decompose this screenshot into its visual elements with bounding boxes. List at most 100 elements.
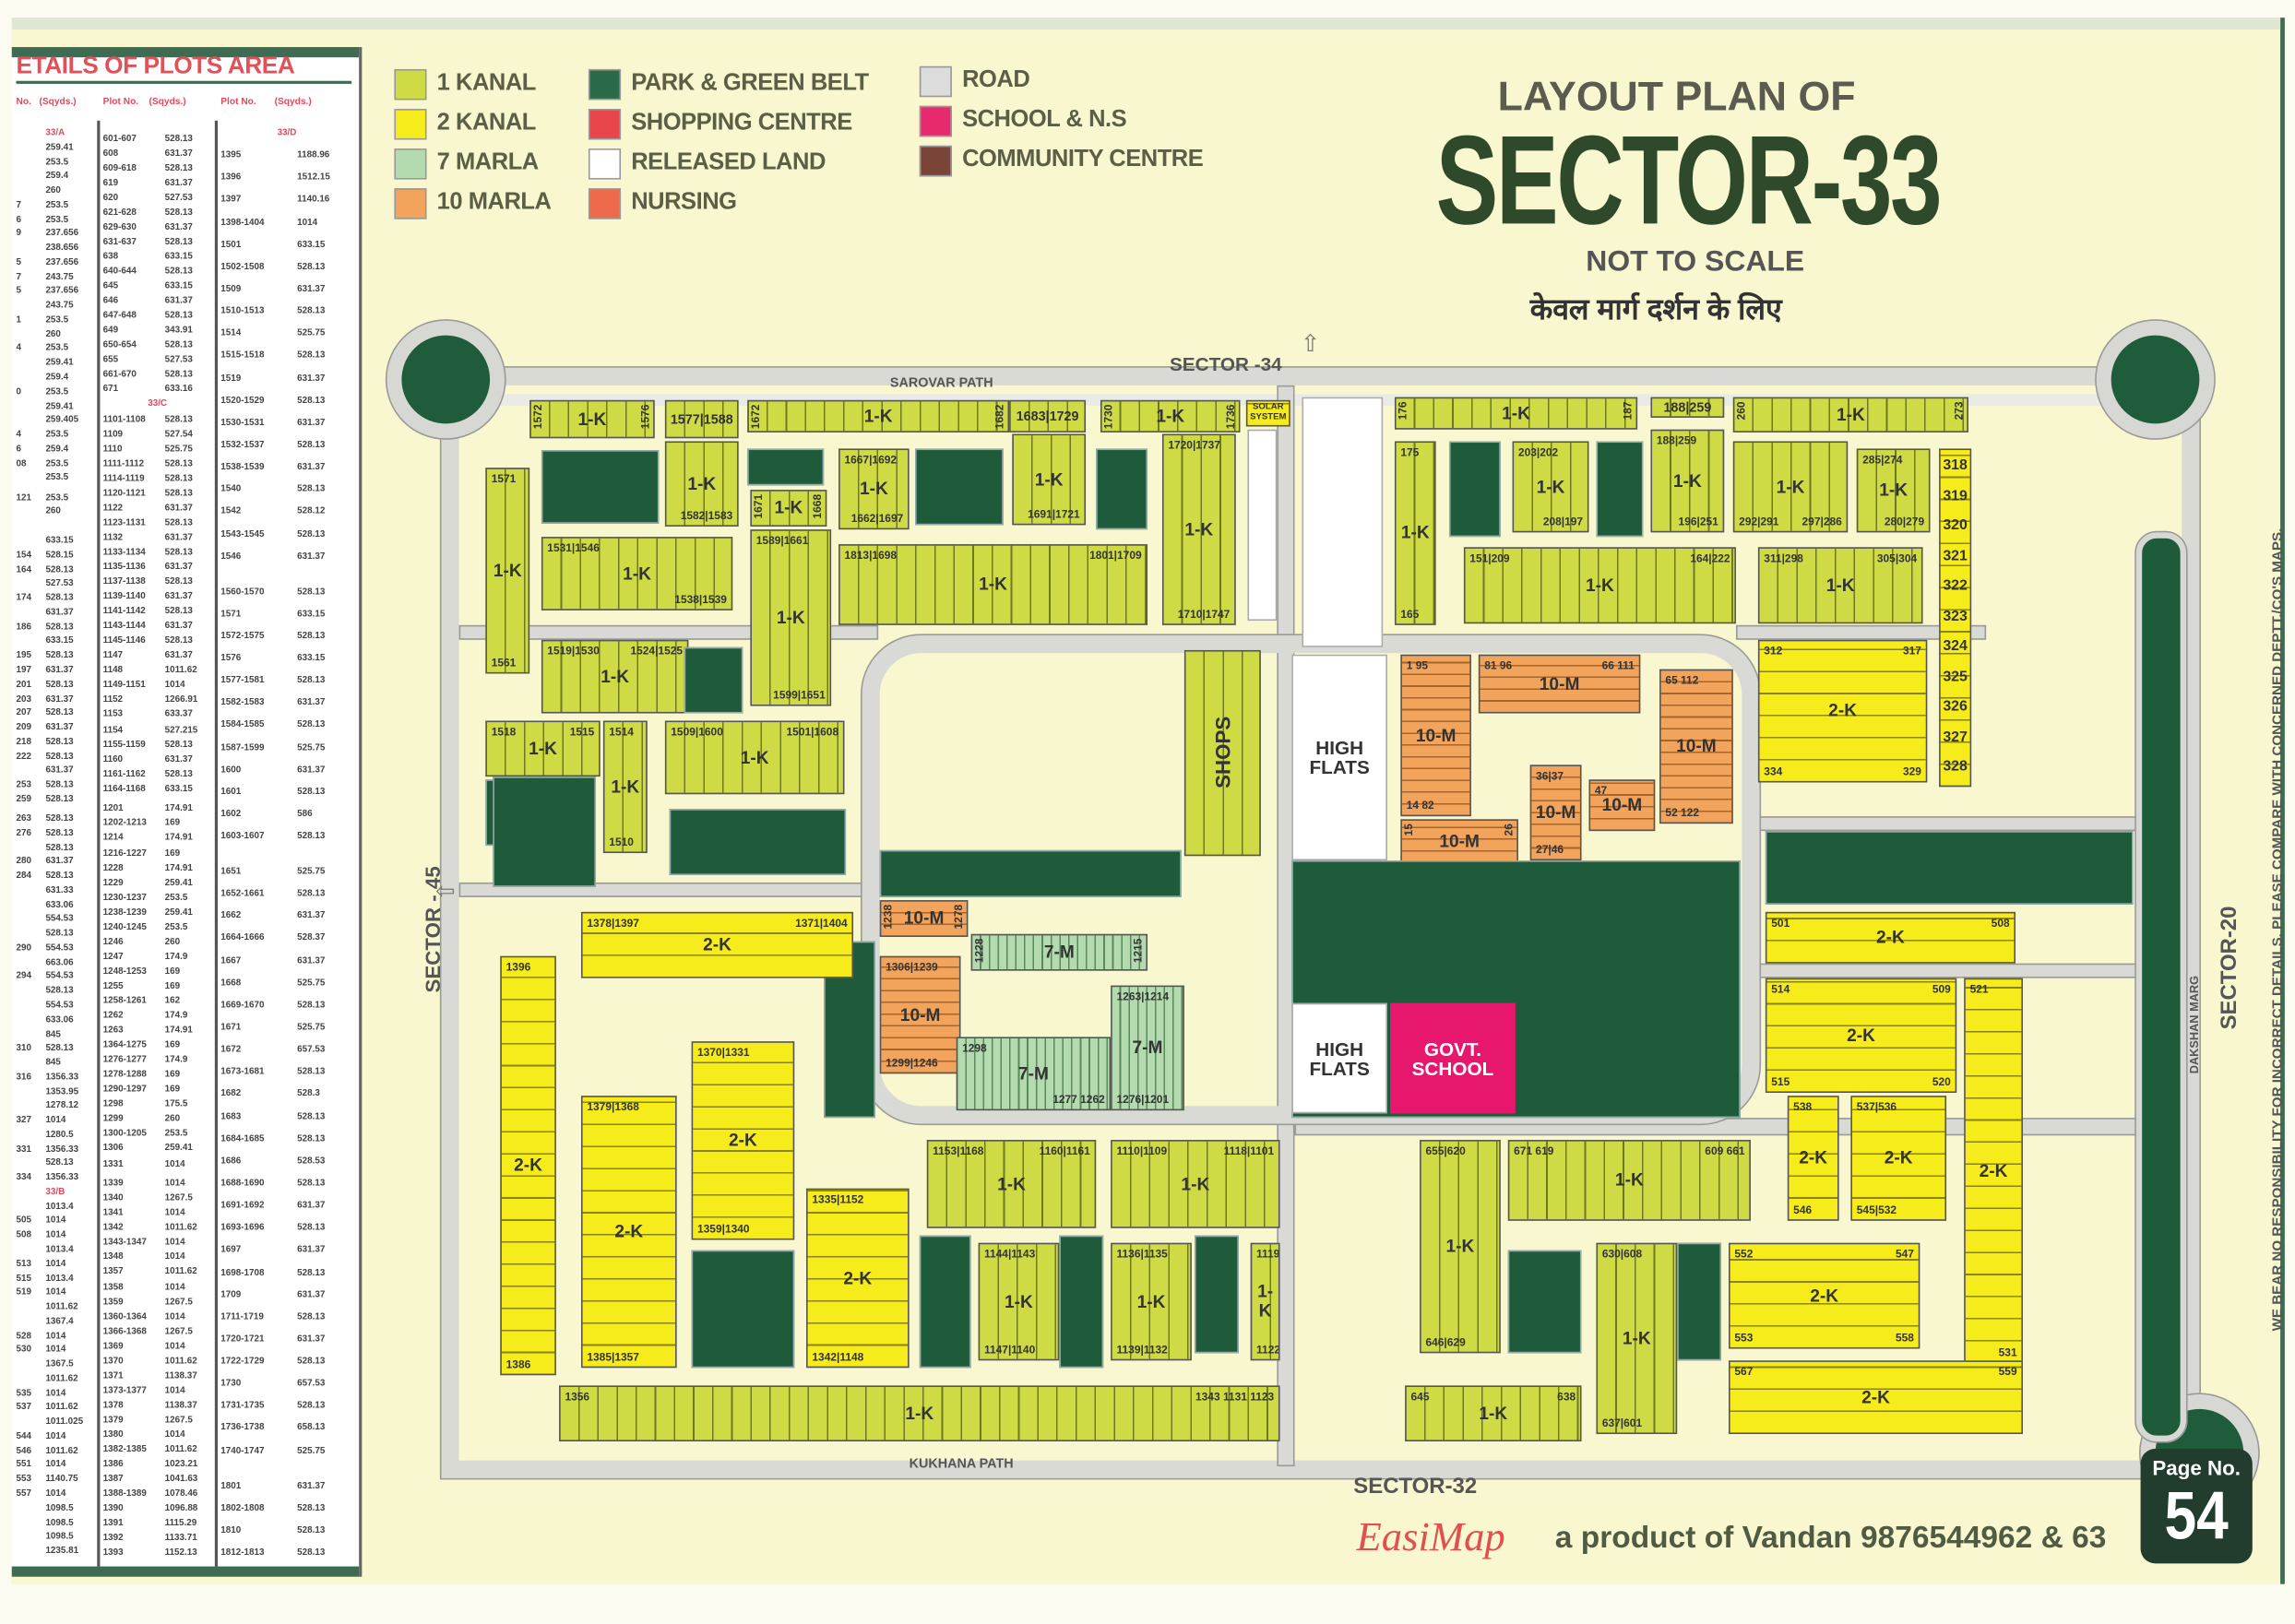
plot-number-label: 1386 [505,1357,531,1371]
plot-area: 525.75 [297,866,326,877]
plot-area: 174.91 [164,803,193,814]
block-label: 188|259 [1663,399,1712,414]
plot-number [17,1547,46,1557]
plot-area: 1356.33 [45,1072,79,1083]
plot-number-label: 1306|1239 [886,960,938,974]
plot-number-label: 1672 [748,404,763,430]
table-row: 1367.5 [17,1359,95,1369]
block-label: HIGH FLATS [1309,1037,1370,1079]
plot-number: 1698-1708 [220,1267,265,1278]
plot-number: 1148 [102,665,124,676]
plot-number: 1299 [102,1113,124,1125]
plot-number-label: 52 122 [1665,806,1700,820]
legend-swatch [919,65,952,98]
plot-number: 5 [16,256,22,268]
table-row: 1353.95 [17,1085,95,1097]
plot-number: 7 [16,271,22,282]
plot-number: 620 [102,192,119,203]
plot-area: 528.13 [297,719,326,730]
plot-number-label: 1668 [810,493,825,519]
plot-area: 528.13 [164,547,193,558]
plot-number [17,1418,46,1428]
plot-number-label: 260 [1734,401,1748,421]
plot-area: 528.13 [45,842,74,853]
plot-number-label: 196|251 [1678,515,1718,528]
plot-area: 631.37 [45,607,74,618]
plot-area: 260 [164,936,181,947]
plot-number: 1587-1599 [220,741,265,753]
plot-number: 1255 [102,980,124,991]
plot-area: 527.53 [45,578,74,589]
plot-number: 1298 [102,1098,124,1110]
plot-number: 1387 [102,1474,124,1485]
plot-area: 528.13 [297,1000,326,1011]
plot-area: 253.5 [164,921,188,932]
park-green-belt [669,809,847,875]
plot-number-label: 1277 1262 [1052,1093,1105,1107]
plot-area: 253.5 [164,892,188,903]
plot-area: 1013.4 [45,1273,74,1284]
plot-area: 528.13 [297,1400,326,1412]
plot-area: 528.13 [45,679,74,690]
plot-area: 253.5 [45,343,69,354]
plot-area: 528.13 [45,593,74,604]
plot-number [17,1059,46,1068]
block-label: 1-K [740,746,769,767]
plot-number: 08 [16,457,27,469]
plot-number: 6 [16,444,22,455]
plot-number: 1603-1607 [220,831,265,842]
plot-area: 174.9 [164,1054,188,1066]
header-plot-no: Plot No. [220,97,256,108]
plot-area: 1266.91 [164,694,198,705]
plot-number-label: 1278 [951,904,966,930]
plot-area: 1140.75 [45,1474,78,1485]
block-label: SOLAR SYSTEM [1250,403,1287,422]
plot-area: 259.41 [45,142,74,153]
plot-area: 528.13 [297,305,326,317]
plot-number: 1515-1518 [220,350,265,362]
plot-number-label: 203|202 [1517,445,1559,459]
plot-area: 527.54 [164,429,193,440]
plot-area: 528.13 [164,207,193,218]
plot-number: 1263 [102,1025,124,1036]
plot-number [17,1016,46,1025]
plot-number: 1164-1168 [102,783,146,794]
plot-area: 528.13 [45,650,74,661]
plot-number: 294 [16,971,32,982]
plot-number: 1514 [220,328,242,339]
plot-area: 528.12 [297,506,326,517]
plot-number-label: 1813|1698 [844,548,898,563]
plot-number: 1149-1151 [102,680,146,691]
plot-area: 1013.4 [45,1201,74,1212]
plot-area: 1353.95 [45,1085,79,1097]
plot-area: 633.06 [45,1014,74,1025]
plot-area: 554.53 [45,942,74,954]
plot-number: 1378 [102,1400,124,1411]
plot-number: 1731-1735 [220,1400,265,1412]
block-label: 2-K [514,1154,542,1176]
plot-number: 1546 [220,551,242,562]
plot-area: 1014 [164,1178,185,1190]
